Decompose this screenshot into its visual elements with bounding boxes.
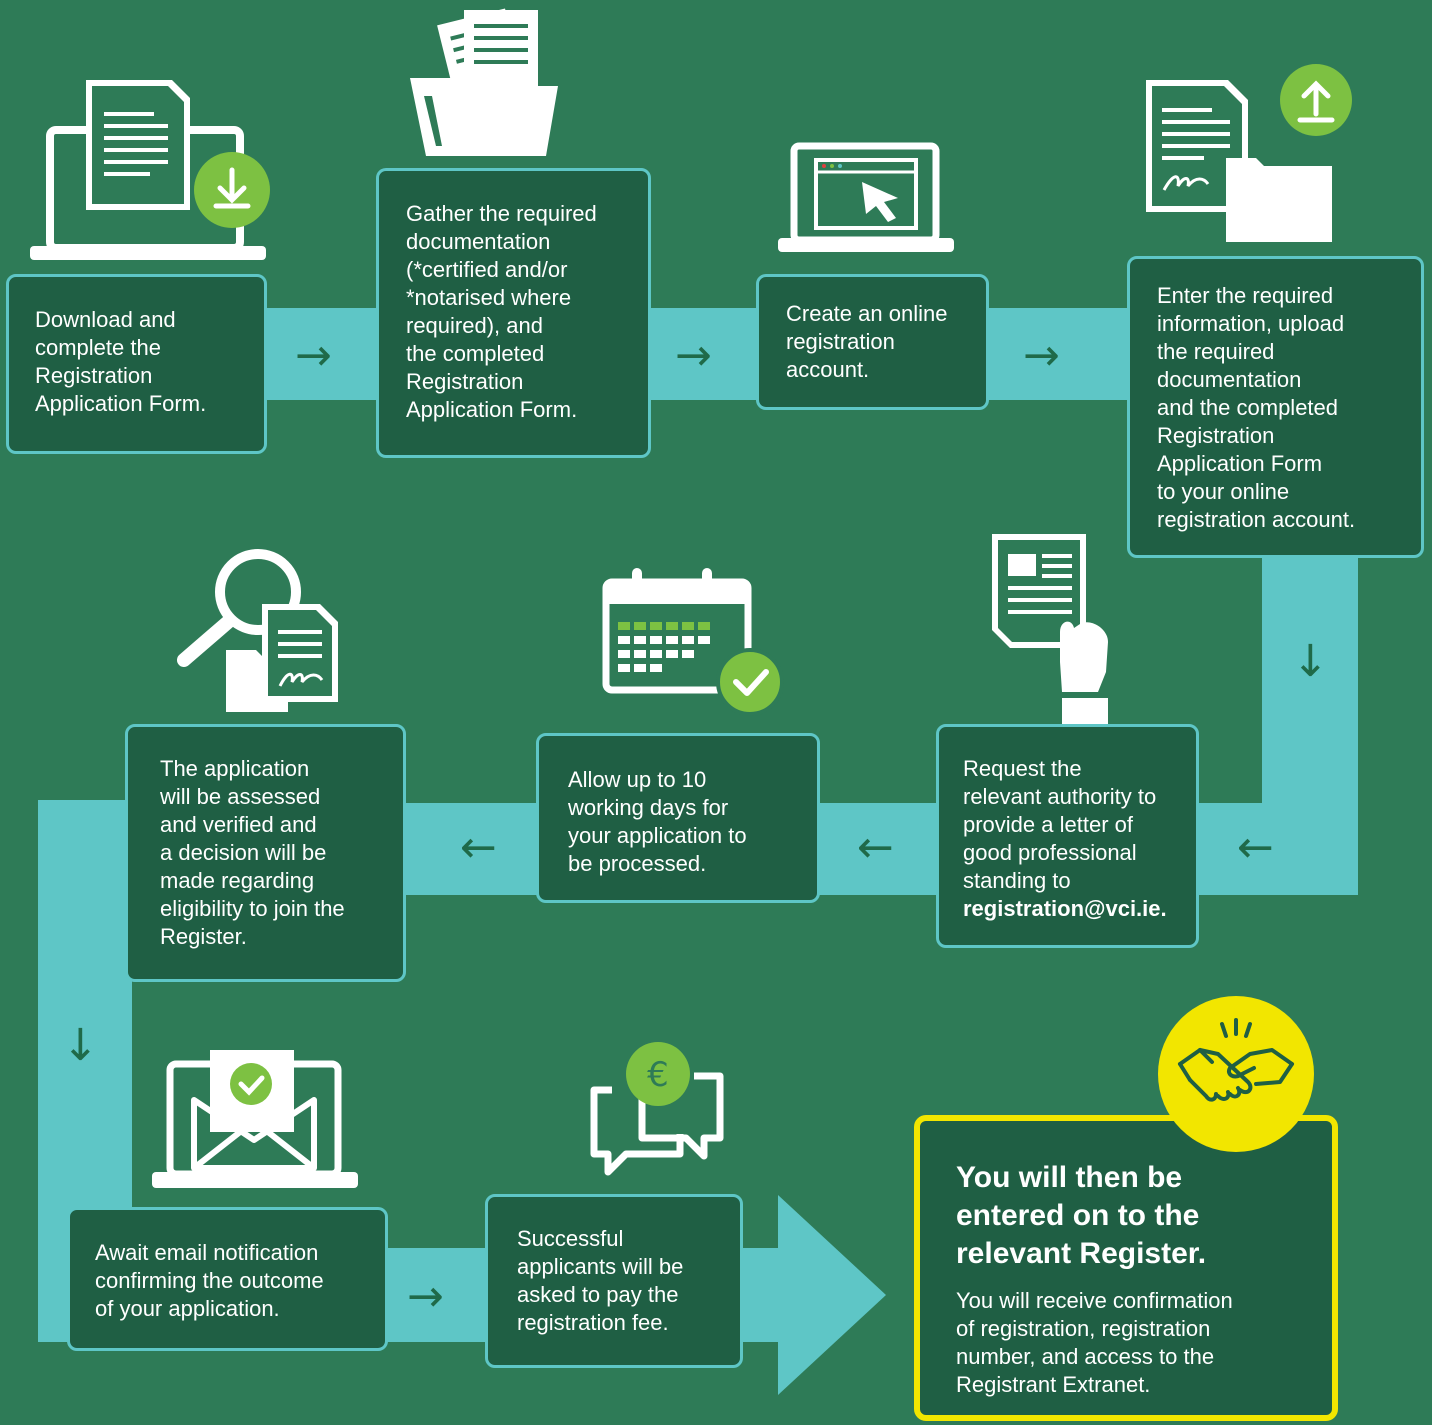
step-5-email: registration@vci.ie. (963, 896, 1167, 921)
folder-documents-icon (410, 8, 558, 156)
step-8-text: Await email notification confirming the … (95, 1240, 324, 1321)
step-2-box: Gather the required documentation (*cert… (376, 168, 651, 458)
step-5-box: Request the relevant authority to provid… (936, 724, 1199, 948)
laptop-document-download-icon (30, 80, 270, 260)
arrow-right-2: → (675, 330, 712, 381)
arrow-left-1: ← (1237, 822, 1274, 873)
step-1-text: Download and complete the Registration A… (35, 307, 207, 416)
laptop-email-check-icon (152, 1050, 358, 1188)
step-5-text: Request the relevant authority to provid… (963, 756, 1157, 893)
arrow-left-2: ← (857, 822, 894, 873)
step-8-box: Await email notification confirming the … (67, 1207, 388, 1351)
step-6-box: Allow up to 10 working days for your app… (536, 733, 820, 903)
arrow-down-1: ↓ (1292, 636, 1329, 687)
step-9-text: Successful applicants will be asked to p… (517, 1226, 684, 1335)
final-body: You will receive confirmation of registr… (956, 1288, 1233, 1397)
step-6-text: Allow up to 10 working days for your app… (568, 767, 747, 876)
euro-symbol: € (647, 1055, 669, 1095)
document-folder-upload-icon (1146, 64, 1352, 242)
final-heading: You will then be entered on to the relev… (956, 1161, 1207, 1270)
step-4-box: Enter the required information, upload t… (1127, 256, 1424, 558)
magnifier-documents-icon (177, 549, 338, 712)
calendar-check-icon (602, 568, 784, 716)
arrow-left-3: ← (460, 822, 497, 873)
arrow-right-3: → (1023, 330, 1060, 381)
step-2-text: Gather the required documentation (*cert… (406, 201, 597, 422)
handshake-icon (1158, 996, 1314, 1152)
hand-document-icon (992, 534, 1108, 724)
chat-euro-icon: € (590, 1042, 724, 1176)
step-1-box: Download and complete the Registration A… (6, 274, 267, 454)
step-3-text: Create an online registration account. (786, 301, 948, 382)
final-result-box: You will then be entered on to the relev… (914, 1115, 1338, 1421)
arrow-right-4: → (407, 1271, 444, 1322)
laptop-browser-cursor-icon (778, 142, 954, 252)
step-9-box: Successful applicants will be asked to p… (485, 1194, 743, 1368)
step-7-text: The application will be assessed and ver… (160, 756, 345, 949)
step-7-box: The application will be assessed and ver… (125, 724, 406, 982)
step-4-text: Enter the required information, upload t… (1157, 283, 1356, 532)
arrow-down-2: ↓ (62, 1020, 99, 1071)
step-3-box: Create an online registration account. (756, 274, 989, 410)
arrow-right-1: → (295, 330, 332, 381)
